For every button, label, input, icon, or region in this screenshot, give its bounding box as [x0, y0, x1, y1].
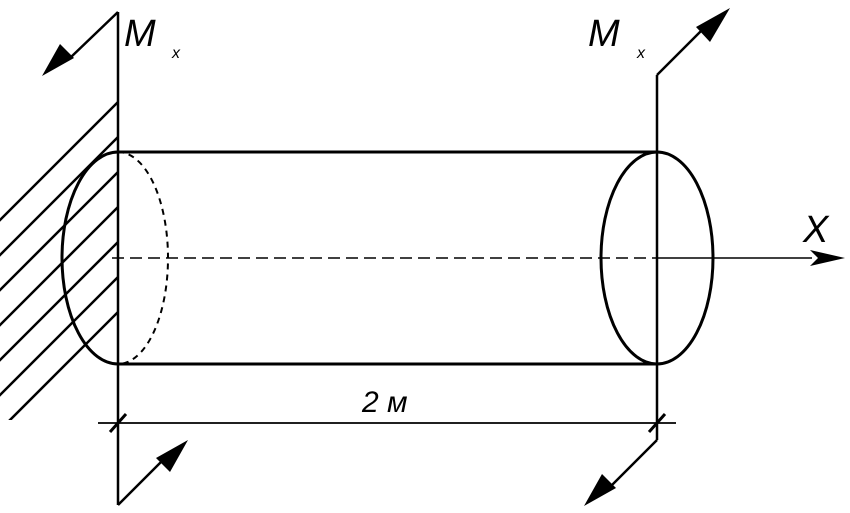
right-top-arrow-icon: [696, 8, 730, 42]
right-moment-subscript: x: [636, 45, 646, 62]
left-moment-subscript: x: [171, 45, 181, 62]
dimension-line: [98, 413, 676, 433]
right-moment-label: M: [588, 13, 620, 55]
left-top-arrow-icon: [42, 44, 74, 76]
axis-label: X: [802, 209, 830, 251]
length-label: 2 м: [361, 386, 408, 419]
cylinder-hidden-edge: [117, 151, 169, 365]
left-moment-label: M: [124, 13, 156, 55]
axis-arrow-icon: [810, 250, 845, 266]
left-bottom-arrow-icon: [156, 440, 188, 472]
fixed-support-hatching: [0, 100, 118, 420]
cylinder-body: [60, 150, 657, 366]
right-bottom-arrow-icon: [584, 474, 616, 506]
